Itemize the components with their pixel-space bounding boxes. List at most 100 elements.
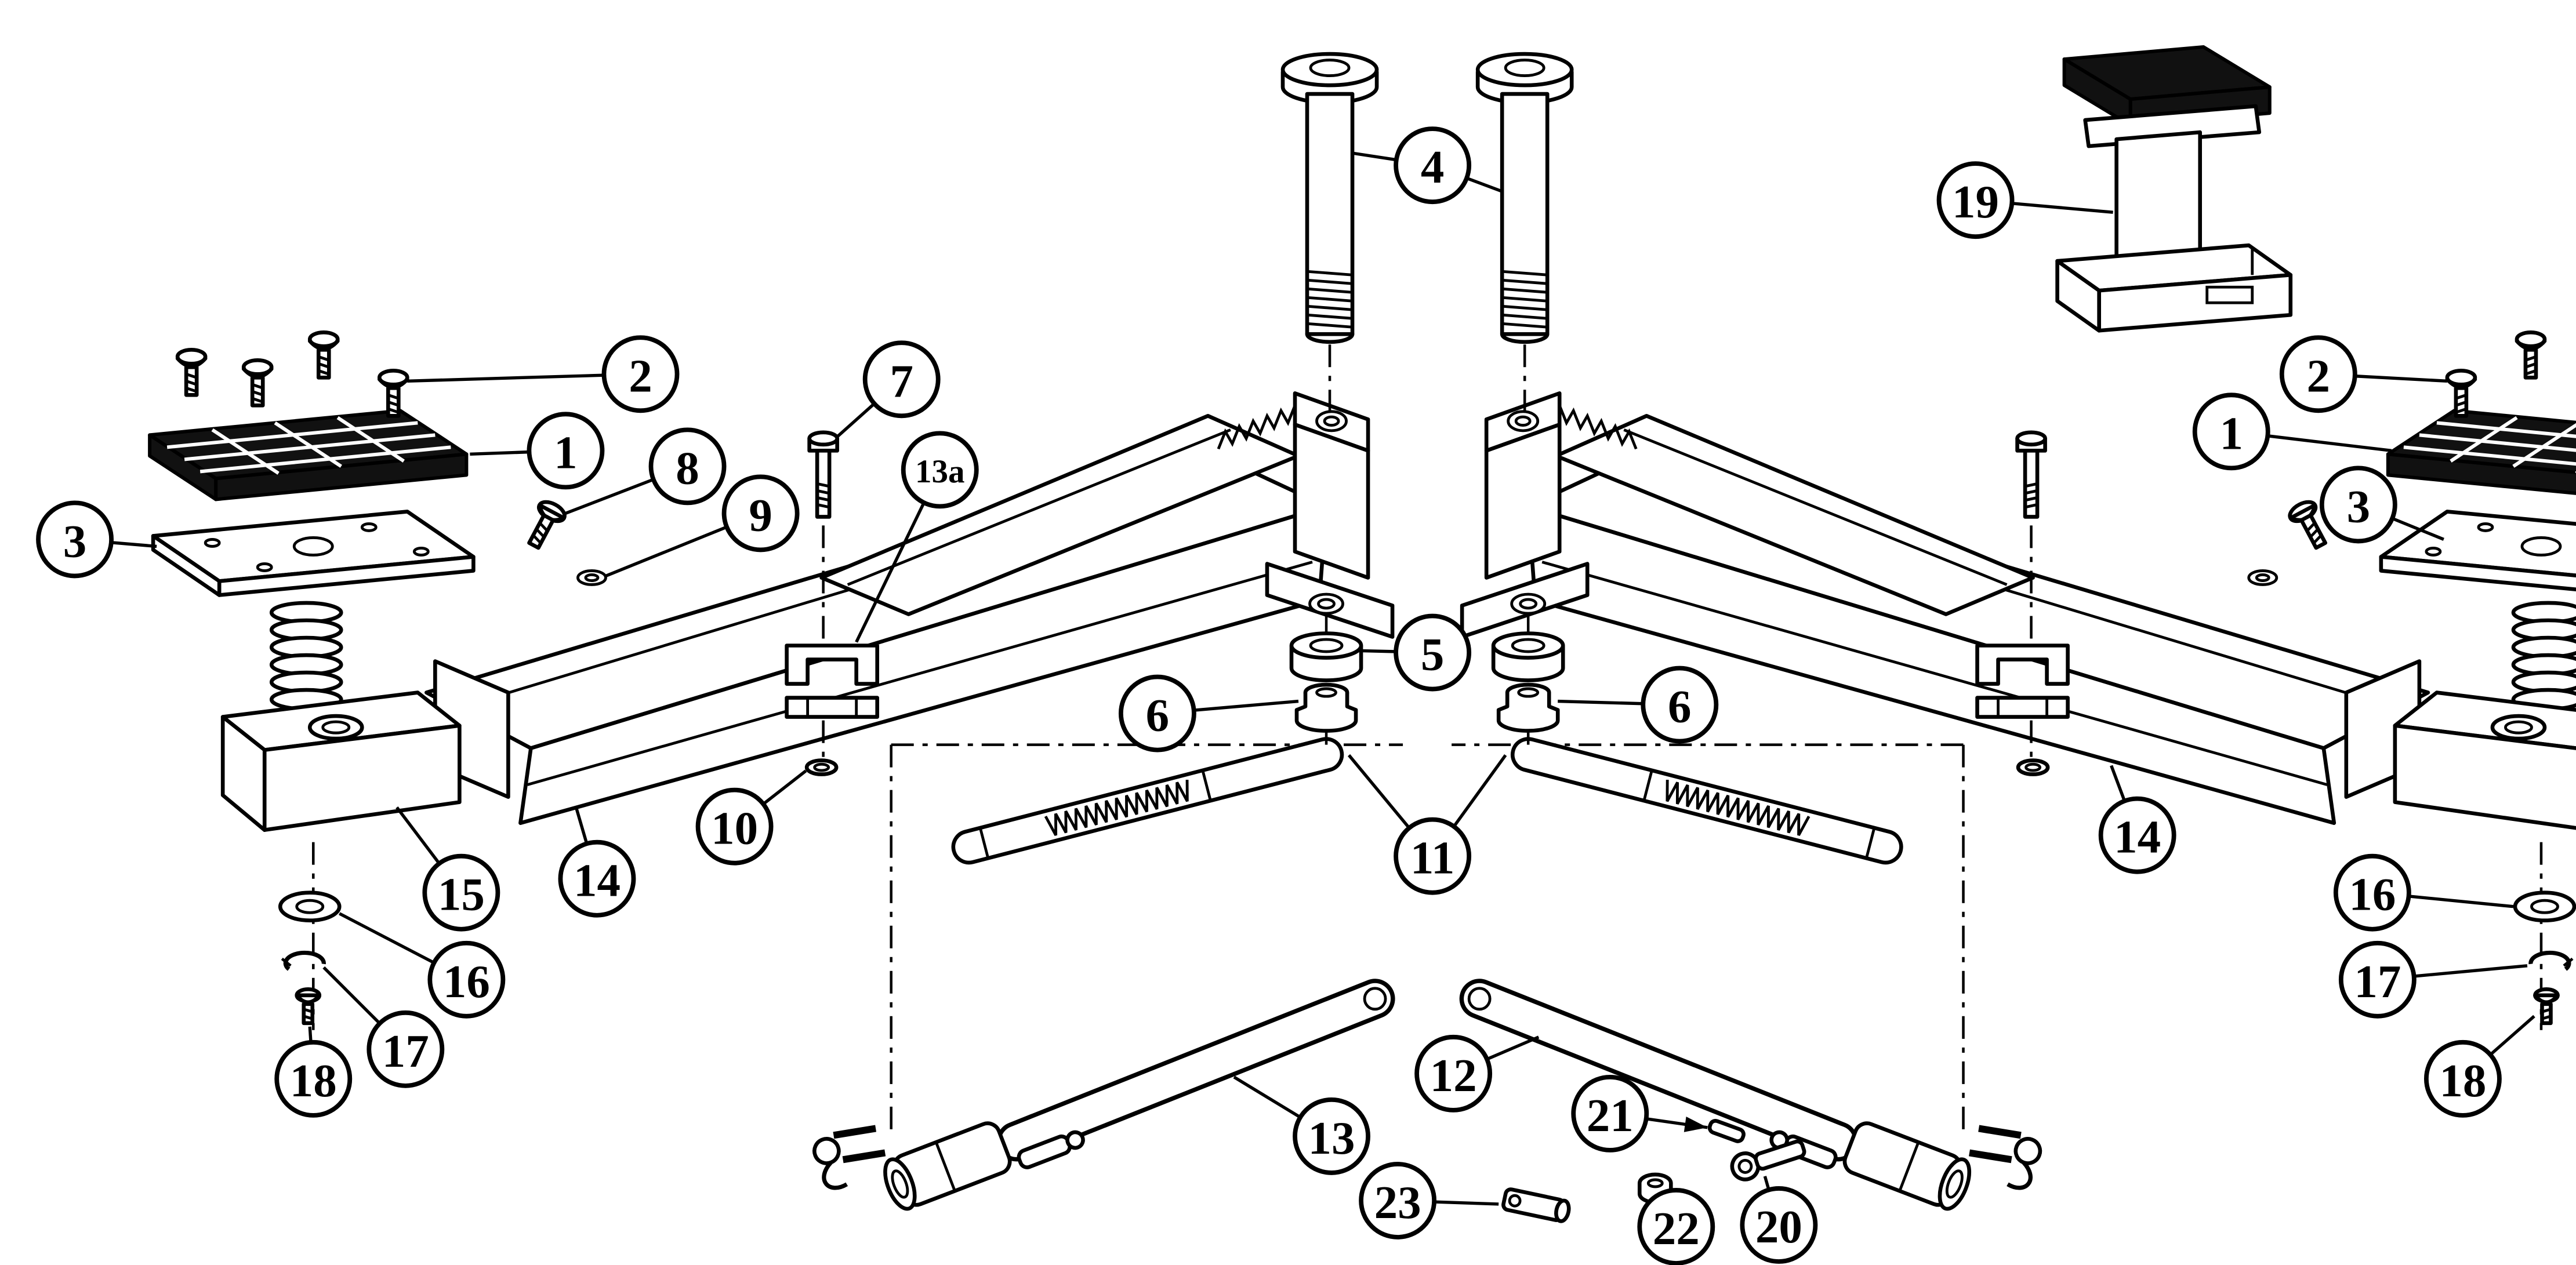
- callout-balloon: [1936, 161, 2015, 239]
- callout-c14-left: 14: [558, 839, 636, 918]
- callout-balloon: [427, 940, 506, 1019]
- callout-c19: 19: [1936, 161, 2015, 239]
- leader-line-c2-left: [407, 372, 641, 383]
- callout-balloon: [558, 839, 636, 918]
- callout-balloon: [2192, 392, 2270, 471]
- callout-balloon: [1394, 817, 1472, 895]
- callout-balloon: [2338, 940, 2417, 1019]
- callout-c5: 5: [1394, 613, 1472, 692]
- callout-balloon: [422, 853, 500, 932]
- callout-number: 3: [2347, 480, 2371, 532]
- callout-c9: 9: [721, 474, 800, 552]
- callout-number: 6: [1668, 681, 1692, 733]
- callout-number: 23: [1374, 1176, 1421, 1228]
- callout-balloon: [2319, 466, 2397, 544]
- callout-number: 21: [1587, 1089, 1634, 1142]
- callout-balloon: [1414, 1034, 1493, 1113]
- callout-number: 7: [890, 355, 913, 407]
- callout-balloon: [1293, 1097, 1370, 1175]
- callout-number: 14: [574, 855, 621, 907]
- callout-number: 3: [63, 515, 87, 567]
- callout-number: 18: [290, 1055, 337, 1107]
- callout-balloon: [2423, 1039, 2502, 1118]
- callout-balloon: [721, 474, 800, 552]
- callout-c21: 21: [1571, 1074, 1649, 1153]
- callout-c3-left: 3: [36, 500, 114, 579]
- callout-balloon: [1359, 1162, 1437, 1239]
- frame-adapter: [2055, 45, 2293, 333]
- callout-number: 13a: [915, 453, 965, 490]
- callout-c3-right: 3: [2319, 466, 2397, 544]
- callout-c10: 10: [695, 787, 774, 866]
- callout-number: 1: [2219, 407, 2243, 459]
- callout-balloon: [901, 431, 979, 509]
- callout-balloon: [1571, 1074, 1649, 1153]
- callout-balloon: [527, 412, 605, 490]
- callout-balloon: [2279, 335, 2357, 413]
- callout-balloon: [862, 340, 941, 419]
- callout-c7: 7: [862, 340, 941, 419]
- callout-balloon: [2098, 796, 2176, 874]
- callout-c23: 23: [1359, 1162, 1437, 1239]
- callout-c17-right: 17: [2338, 940, 2417, 1019]
- callout-balloon: [601, 335, 680, 413]
- callout-c8: 8: [648, 427, 727, 506]
- callout-balloon: [648, 427, 727, 506]
- callout-number: 14: [2114, 811, 2161, 863]
- callout-number: 2: [629, 350, 652, 402]
- callout-c12: 12: [1414, 1034, 1493, 1113]
- callout-balloon: [1637, 1188, 1715, 1265]
- callout-number: 6: [1146, 689, 1170, 741]
- callout-c14-right: 14: [2098, 796, 2176, 874]
- callout-balloon: [695, 787, 774, 866]
- clevis-pin: [1501, 1187, 1571, 1223]
- callout-number: 15: [438, 868, 485, 921]
- callout-balloon: [36, 500, 114, 579]
- callout-number: 8: [676, 442, 699, 494]
- callout-c2-right: 2: [2279, 335, 2357, 413]
- callout-number: 16: [2349, 868, 2396, 921]
- spring-pin: [1707, 1118, 1746, 1143]
- callout-number: 5: [1421, 628, 1445, 681]
- callout-c6-right: 6: [1641, 666, 1719, 744]
- callout-c13: 13: [1293, 1097, 1370, 1175]
- callout-c22: 22: [1637, 1188, 1715, 1265]
- callout-balloon: [1118, 674, 1196, 753]
- callout-number: 2: [2307, 350, 2331, 402]
- callout-number: 13: [1308, 1112, 1355, 1164]
- callout-number: 17: [2354, 955, 2401, 1008]
- callout-c1-right: 1: [2192, 392, 2270, 471]
- callout-c16-left: 16: [427, 940, 506, 1019]
- callout-c17-left: 17: [367, 1010, 445, 1088]
- callout-balloon: [1394, 613, 1472, 692]
- callout-balloon: [2333, 853, 2411, 932]
- callout-number: 9: [749, 489, 772, 541]
- callout-number: 12: [1430, 1049, 1477, 1102]
- leader-arrowhead-c21: [1684, 1116, 1708, 1132]
- callout-c13a: 13a: [901, 431, 979, 509]
- callout-balloon: [1394, 126, 1472, 205]
- callout-balloon: [1641, 666, 1719, 744]
- callout-balloon: [1740, 1186, 1818, 1264]
- callout-c4: 4: [1394, 126, 1472, 205]
- callout-c15: 15: [422, 853, 500, 932]
- callout-number: 20: [1755, 1201, 1802, 1253]
- callout-c11: 11: [1394, 817, 1472, 895]
- callout-c20: 20: [1740, 1186, 1818, 1264]
- callout-number: 4: [1421, 141, 1445, 193]
- callout-balloon: [274, 1039, 353, 1118]
- callout-c18-left: 18: [274, 1039, 353, 1118]
- callout-number: 18: [2439, 1055, 2486, 1107]
- callout-number: 17: [382, 1025, 429, 1077]
- callout-c18-right: 18: [2423, 1039, 2502, 1118]
- callout-c16-right: 16: [2333, 853, 2411, 932]
- callout-balloon: [367, 1010, 445, 1088]
- callout-c1-left: 1: [527, 412, 605, 490]
- clevis-hook: [1730, 1139, 1806, 1182]
- callout-number: 16: [443, 955, 490, 1008]
- callout-c2-left: 2: [601, 335, 680, 413]
- callout-number: 11: [1410, 832, 1455, 884]
